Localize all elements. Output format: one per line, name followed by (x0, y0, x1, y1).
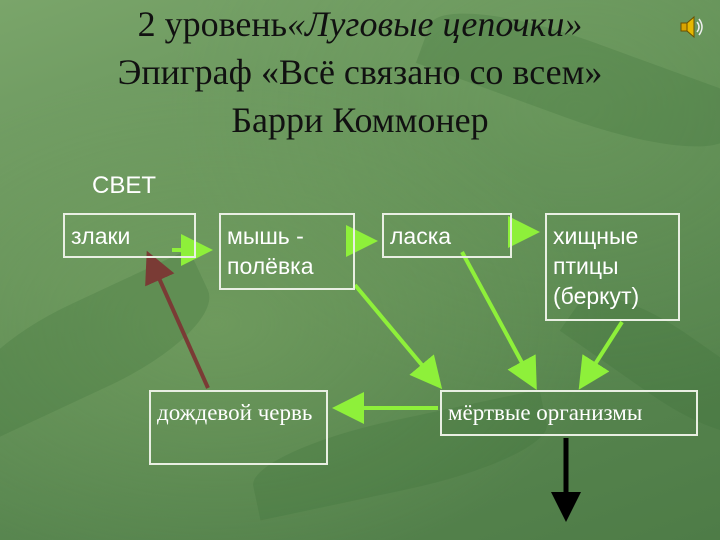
node-grass: злаки (63, 213, 196, 258)
light-label: СВЕТ (92, 172, 157, 199)
chain-title: «Луговые цепочки» (287, 4, 583, 44)
arrow-worm-to-grass (145, 250, 210, 389)
node-weasel: ласка (382, 213, 512, 258)
title-line-1: 2 уровень«Луговые цепочки» (0, 2, 720, 46)
arrow-vole-to-dead (353, 283, 443, 390)
arrow-weasel-to-dead (460, 251, 537, 391)
arrow-raptors-to-dead (578, 320, 624, 390)
node-earthworm: дождевой червь (149, 390, 328, 465)
node-raptors: хищные птицы (беркут) (545, 213, 680, 321)
epigraph: Эпиграф «Всё связано со всем» (117, 52, 603, 92)
node-dead-organisms: мёртвые организмы (440, 390, 698, 436)
speaker-icon[interactable] (678, 14, 704, 40)
level-label: 2 уровень (137, 4, 288, 44)
node-vole: мышь - полёвка (219, 213, 355, 290)
epigraph-author: Барри Коммонер (231, 100, 489, 140)
